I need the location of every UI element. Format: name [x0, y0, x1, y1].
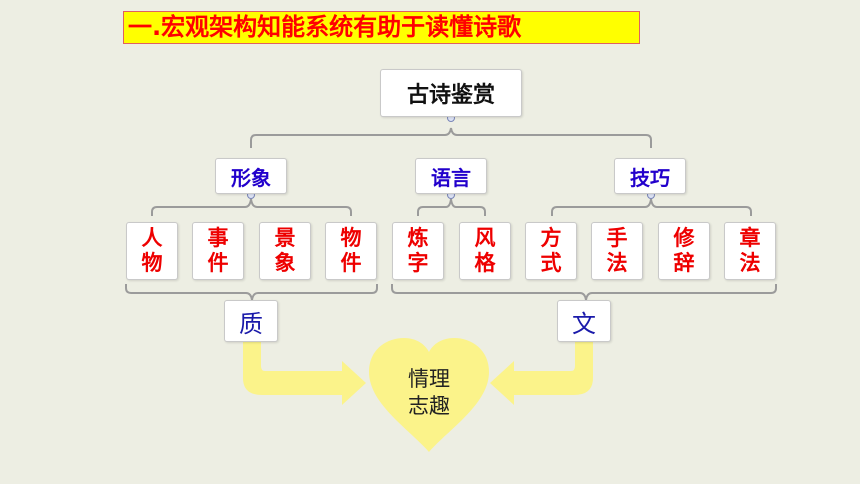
leaf-node-jingxiang: 景 象 — [259, 222, 311, 280]
category-bracket-2 — [417, 198, 486, 216]
leaf-node-zhangfa: 章 法 — [724, 222, 776, 280]
summary-bracket-2 — [391, 284, 777, 301]
summary-node-wen: 文 — [557, 300, 611, 342]
leaf-node-fangshi: 方 式 — [525, 222, 577, 280]
category-node-jiqiao: 技巧 — [614, 158, 686, 194]
leaf-node-fengge: 风 格 — [459, 222, 511, 280]
right-arrow — [490, 342, 593, 405]
category-bracket-1 — [151, 198, 352, 216]
leaf-node-xiuci: 修 辞 — [658, 222, 710, 280]
category-bracket-3 — [551, 198, 752, 216]
leaf-node-shoufa: 手 法 — [591, 222, 643, 280]
leaf-node-renwu: 人 物 — [126, 222, 178, 280]
category-node-yuyan: 语言 — [415, 158, 487, 194]
leaf-node-lianzi: 炼 字 — [392, 222, 444, 280]
root-node: 古诗鉴赏 — [380, 69, 522, 117]
summary-bracket-1 — [125, 284, 378, 301]
root-bracket — [250, 127, 652, 148]
heart-shape — [369, 338, 489, 452]
left-arrow — [243, 342, 366, 405]
leaf-node-wujian: 物 件 — [325, 222, 377, 280]
summary-node-zhi: 质 — [224, 300, 278, 342]
leaf-node-shijian: 事 件 — [192, 222, 244, 280]
slide-title: 一.宏观架构知能系统有助于读懂诗歌 — [123, 11, 640, 44]
heart-label: 情理 志趣 — [408, 367, 450, 418]
category-node-xingxiang: 形象 — [215, 158, 287, 194]
